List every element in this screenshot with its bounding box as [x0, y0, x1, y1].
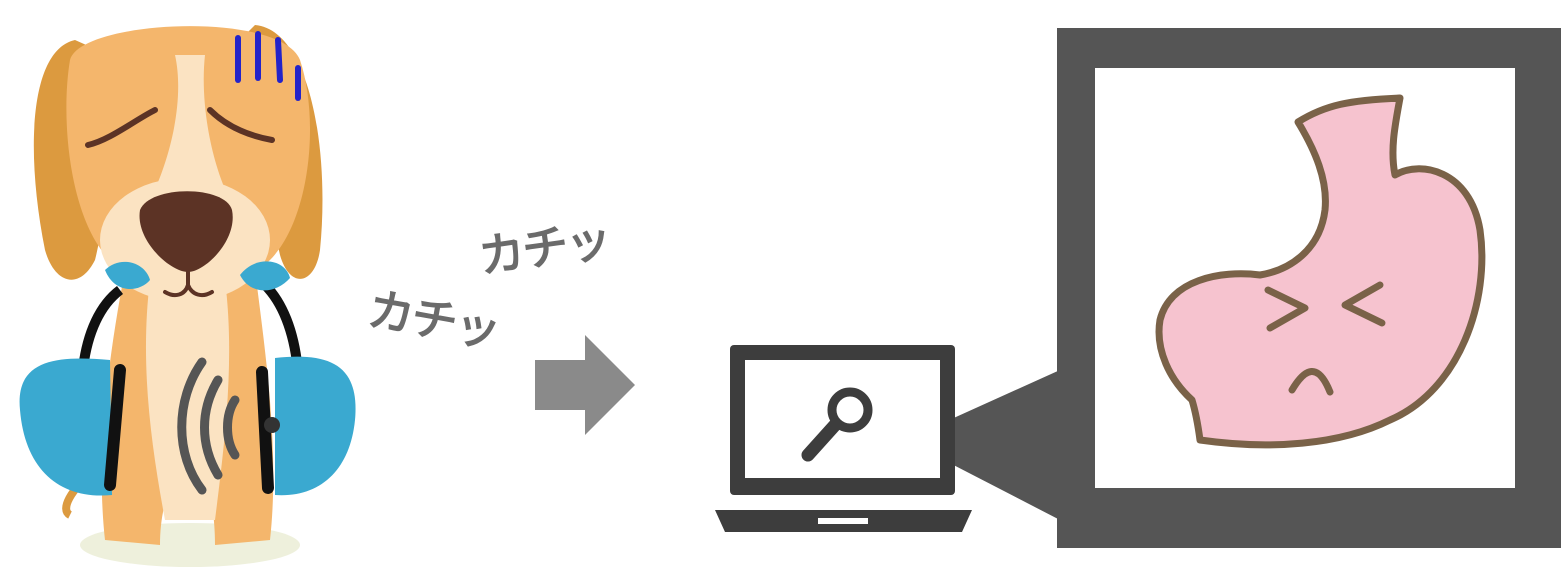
upset-stomach-illustration	[1155, 94, 1486, 449]
sweat-lines-icon	[235, 31, 301, 101]
stomach-left-eye	[1264, 286, 1309, 332]
sensor-node	[264, 417, 280, 433]
dog-left-eye	[85, 107, 158, 148]
sensor-pad-left-strap	[104, 364, 126, 491]
callout-pointer	[905, 370, 1060, 520]
sensor-pad-right-strap	[256, 366, 274, 494]
wireless-signal-icon	[177, 357, 240, 495]
dog-blaze	[150, 55, 230, 200]
collar-pad-left	[105, 261, 150, 290]
sensor-pad-left	[19, 358, 112, 496]
collar-pad-right	[240, 261, 290, 291]
stomach-mouth	[1288, 368, 1334, 396]
dog-mouth	[163, 270, 214, 298]
sad-dog-illustration	[19, 25, 356, 567]
stomach-right-eye	[1341, 281, 1386, 327]
dog-nose	[139, 191, 233, 272]
sound-effect-label: カチッ	[475, 212, 614, 284]
laptop-icon	[715, 345, 972, 532]
magnifier-icon	[801, 387, 873, 462]
sensor-pad-right	[275, 356, 356, 496]
laptop-with-monitor	[715, 28, 1561, 548]
arrow-right-icon	[535, 335, 635, 435]
dog-right-eye	[207, 107, 275, 143]
